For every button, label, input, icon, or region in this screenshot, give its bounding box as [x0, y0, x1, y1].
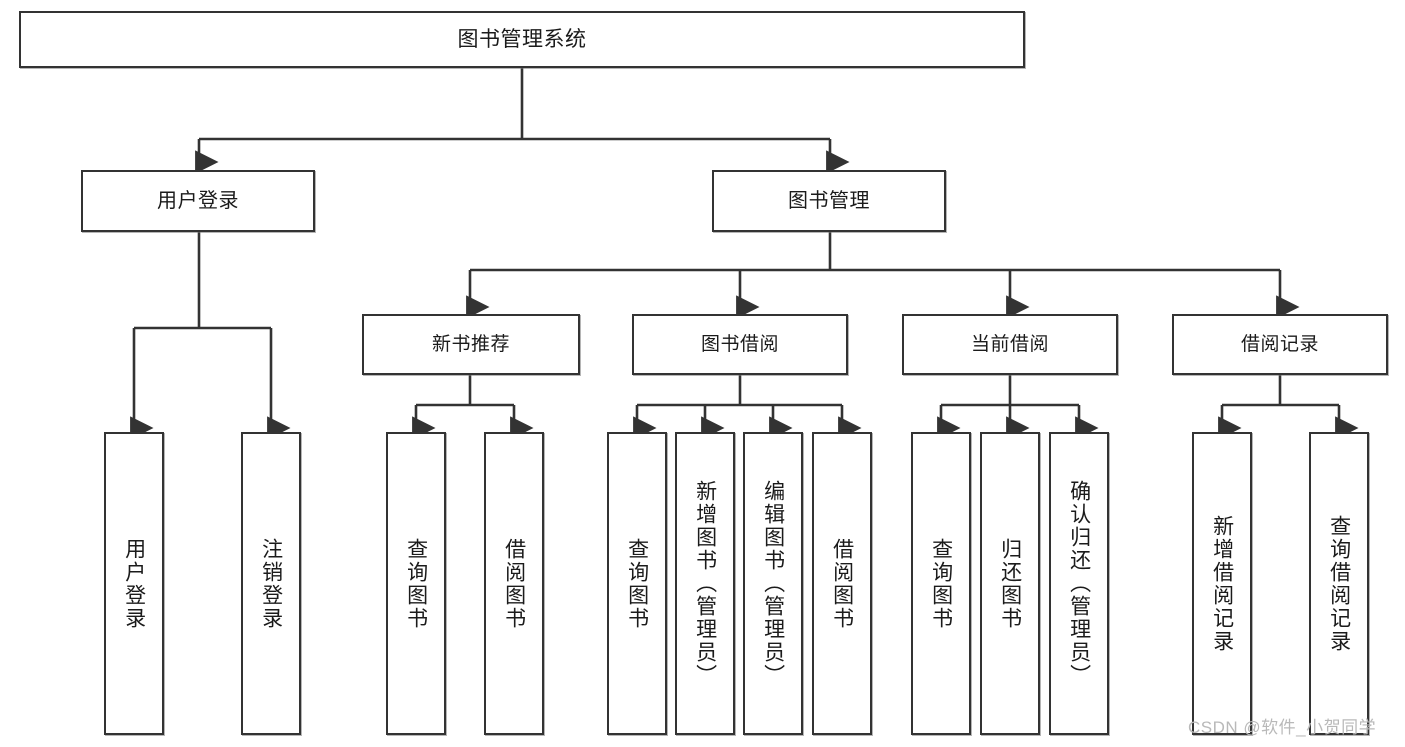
node-leaf-query-record-label: 查询借阅记录 [1327, 514, 1351, 653]
node-leaf-borrow-book-2-label: 借阅图书 [830, 537, 854, 630]
node-current-borrow-label: 当前借阅 [970, 333, 1049, 355]
node-leaf-query-book-2[interactable]: 查询图书 [607, 432, 667, 735]
node-leaf-user-login-label: 用户登录 [122, 537, 146, 630]
node-leaf-add-book-label: 新增图书（管理员） [693, 480, 717, 687]
node-leaf-add-record[interactable]: 新增借阅记录 [1192, 432, 1252, 735]
node-book-borrow-label: 图书借阅 [700, 333, 779, 355]
node-leaf-query-book-3[interactable]: 查询图书 [911, 432, 971, 735]
node-leaf-add-record-label: 新增借阅记录 [1210, 514, 1234, 653]
node-leaf-return-book[interactable]: 归还图书 [980, 432, 1040, 735]
node-leaf-user-logout-label: 注销登录 [259, 537, 283, 630]
node-leaf-user-logout[interactable]: 注销登录 [241, 432, 301, 735]
node-book-borrow[interactable]: 图书借阅 [632, 314, 848, 375]
node-leaf-add-book[interactable]: 新增图书（管理员） [675, 432, 735, 735]
node-leaf-query-book-1[interactable]: 查询图书 [386, 432, 446, 735]
node-book-management-label: 图书管理 [788, 189, 870, 212]
watermark: CSDN @软件_小贺同学 [1188, 718, 1377, 737]
node-borrow-record-label: 借阅记录 [1240, 333, 1319, 355]
node-user-login[interactable]: 用户登录 [81, 170, 315, 232]
node-leaf-return-book-label: 归还图书 [998, 537, 1022, 630]
node-leaf-confirm-return-label: 确认归还（管理员） [1067, 480, 1091, 687]
node-leaf-query-book-1-label: 查询图书 [404, 537, 428, 630]
node-user-login-label: 用户登录 [157, 189, 239, 212]
node-leaf-user-login[interactable]: 用户登录 [104, 432, 164, 735]
node-book-management[interactable]: 图书管理 [712, 170, 946, 232]
node-leaf-edit-book-label: 编辑图书（管理员） [761, 480, 785, 687]
node-leaf-borrow-book-1-label: 借阅图书 [502, 537, 526, 630]
node-new-book-recommend-label: 新书推荐 [431, 333, 510, 355]
node-leaf-query-book-3-label: 查询图书 [929, 537, 953, 630]
node-leaf-query-record[interactable]: 查询借阅记录 [1309, 432, 1369, 735]
node-leaf-query-book-2-label: 查询图书 [625, 537, 649, 630]
node-leaf-confirm-return[interactable]: 确认归还（管理员） [1049, 432, 1109, 735]
node-root[interactable]: 图书管理系统 [19, 11, 1025, 68]
node-new-book-recommend[interactable]: 新书推荐 [362, 314, 580, 375]
node-borrow-record[interactable]: 借阅记录 [1172, 314, 1388, 375]
node-root-label: 图书管理系统 [457, 27, 587, 51]
node-leaf-borrow-book-2[interactable]: 借阅图书 [812, 432, 872, 735]
node-current-borrow[interactable]: 当前借阅 [902, 314, 1118, 375]
node-leaf-edit-book[interactable]: 编辑图书（管理员） [743, 432, 803, 735]
node-leaf-borrow-book-1[interactable]: 借阅图书 [484, 432, 544, 735]
